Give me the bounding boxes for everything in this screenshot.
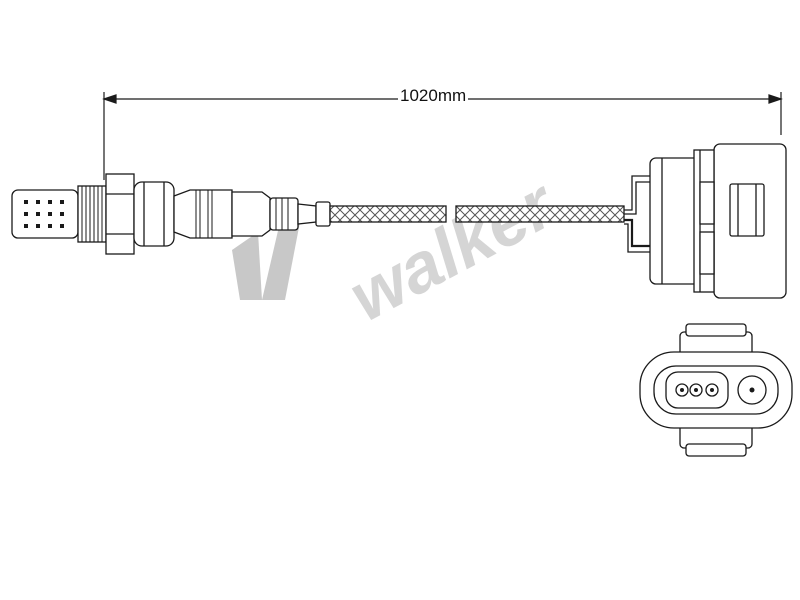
oxygen-sensor-drawing (11, 143, 787, 299)
braided-cable-right (455, 205, 625, 223)
connector-face-icon (639, 323, 793, 457)
walker-logo-text: walker (337, 163, 569, 336)
braided-cable-left (329, 205, 447, 223)
walker-logo-watermark: walker (232, 163, 569, 336)
sensor-hex-nut (105, 173, 135, 255)
sensor-tip (11, 189, 79, 239)
sensor-body (133, 181, 175, 247)
dimension-label: 1020mm (398, 86, 469, 106)
sensor-tip-holes (24, 200, 64, 228)
